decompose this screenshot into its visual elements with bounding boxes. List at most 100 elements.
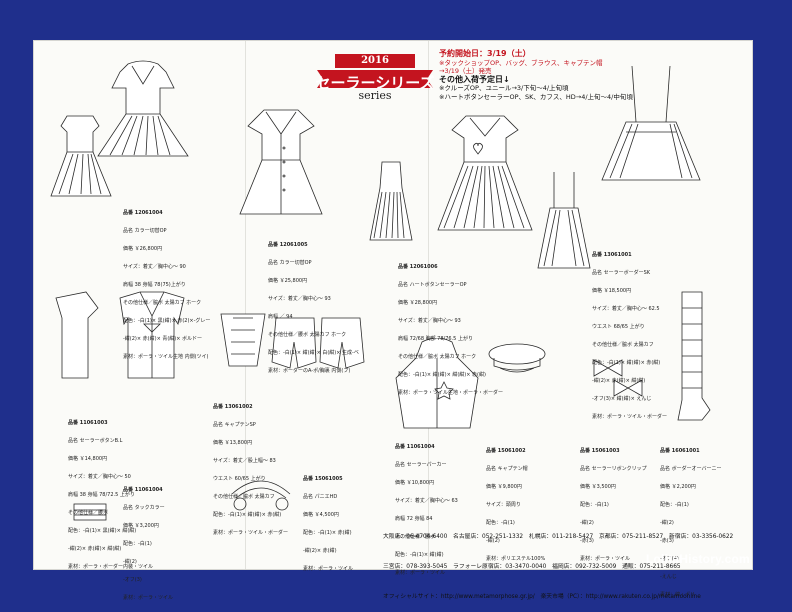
product-spec-card: 品番 11061003 品名 セーラーボタンB.L 価格 ￥14,800円 サイ… <box>68 408 153 576</box>
product-spec-card: 品番 15061003 品名 セーラーリボンクリップ 価格 ￥3,500円 配色… <box>580 436 647 568</box>
sailor-onepiece-drawing <box>226 104 336 224</box>
fold-line <box>245 41 246 569</box>
product-code: 品番 12061004 <box>123 210 163 216</box>
product-spec-line: サイズ：着丈／胸中心～ 62.5 <box>592 306 660 312</box>
product-price: 価格 ￥9,800円 <box>486 484 522 490</box>
product-spec-line: 配色：-白(1) <box>486 520 515 526</box>
product-spec-line: -オフ(3)× 紺(紺)× えんじ <box>592 396 652 402</box>
product-name: 品名 セーラーボタンB.L <box>68 438 123 444</box>
product-price: 価格 ￥14,800円 <box>68 456 108 462</box>
product-name: 品名 キャプテンSP <box>213 422 256 428</box>
product-name: 品名 ハートボタンセーラーOP <box>398 282 467 288</box>
product-spec-line: 配色：-白(1)× 紺(紺)× 白(紺)× 生成-ベ <box>268 350 359 356</box>
series-year: 2016 <box>361 55 389 66</box>
store-phone-line: 三宮店：078-393-5045 ラフォーレ原宿店：03-3470-0040 福… <box>383 564 681 570</box>
product-code: 品番 11061004 <box>395 444 435 450</box>
product-price: 価格 ￥3,200円 <box>123 523 159 529</box>
product-spec-line: ウエスト 68/65 上がり <box>592 324 645 330</box>
product-name: 品名 カラー切替OP <box>268 260 312 266</box>
product-spec-line: ウエスト 60/65 上がり <box>213 476 266 482</box>
product-spec-line: -紺(2)× 赤(紺)× 青(紺)× ボルドー <box>123 336 203 342</box>
product-spec-line: 肩幅 ／ 94 <box>268 314 293 320</box>
product-spec-line: 配色：-白(1)× 紺(紺)× 赤(紺) <box>213 512 282 518</box>
product-spec-line: 素材：ポーラ・ツイル生地・ポーラ・ボーダー <box>398 390 504 396</box>
product-spec-line: 素材：ポーラ・ツイル生地 内側(ツイ) <box>123 354 209 360</box>
product-spec-line: -紺(2) <box>580 520 594 526</box>
product-spec-line: -紺(2) <box>660 520 674 526</box>
official-site-line: オフィシャルサイト：http://www.metamorphose.gr.jp/… <box>383 594 701 600</box>
product-spec-line: -オフ(4) <box>660 556 679 562</box>
product-spec-line: -オフ(3) <box>123 577 142 583</box>
product-spec-line: 配色：-白(1)× 黒(紺)× 赤(2)×-グレー <box>123 318 211 324</box>
product-price: 価格 ￥2,200円 <box>660 484 696 490</box>
dress-back-drawing <box>45 112 115 202</box>
product-spec-line: 素材：ポーラ・ツイル <box>303 566 354 572</box>
product-spec-line: その他仕様／脇ボ 太陽カフ <box>592 342 654 348</box>
product-code: 品番 16061001 <box>660 448 700 454</box>
skirt-drawing <box>534 168 594 278</box>
product-spec-line: 素材：ポーラ・ツイル <box>580 556 631 562</box>
product-spec-card: 品番 13061002 品名 キャプテンSP 価格 ￥13,800円 サイズ：着… <box>213 392 288 542</box>
store-phone-line: 大阪店：06-4704-6400 名古屋店：052-251-1332 札幌店：0… <box>383 534 734 540</box>
pannier-hd-drawing <box>226 464 296 524</box>
announce-line: →3/19（土）発売 <box>439 67 492 75</box>
announce-line: その他入荷予定日↓ <box>439 74 510 84</box>
product-spec-line: その他仕様／脇ボ 太陽カフ ホーク <box>398 354 477 360</box>
product-code: 品番 12061006 <box>398 264 438 270</box>
product-spec-line: その他仕様／腰ボ <box>68 510 109 516</box>
product-spec-line: 素材：ボーダーのA-ポ/胸裏 内側(ブ) <box>268 368 351 374</box>
tuck-collar-drawing <box>213 306 273 386</box>
product-spec-line: 素材：ポリエステル100% <box>486 556 546 562</box>
product-spec-card: 品番 12061006 品名 ハートボタンセーラーOP 価格 ￥28,800円 … <box>398 252 503 402</box>
product-spec-line: 配色：-白(1)× 紺(紺)× 赤(紺) <box>592 360 661 366</box>
product-name: 品名 ボーダーオーバーニー <box>660 466 722 472</box>
sailor-parka-drawing <box>392 338 482 438</box>
captain-hat-drawing <box>486 340 548 376</box>
product-spec-line: その他仕様／腰ボ <box>395 534 436 540</box>
product-name: 品名 キャプテン帽 <box>486 466 528 472</box>
product-spec-card: 品番 13061001 品名 セーラーボーダーSK 価格 ￥18,500円 サイ… <box>592 240 667 426</box>
product-spec-line: サイズ：着丈／胸中心～ 50 <box>68 474 131 480</box>
product-price: 価格 ￥13,800円 <box>213 440 253 446</box>
product-price: 価格 ￥28,800円 <box>398 300 438 306</box>
series-title-banner: 2016 セーラーシリーズ series <box>313 52 437 108</box>
product-spec-line: 肩幅 38 身幅 78(75)上がり <box>123 282 186 288</box>
product-price: 価格 ￥10,800円 <box>395 480 435 486</box>
striped-dress-drawing <box>366 158 416 248</box>
product-spec-line: 素材：ポーラ・ボーダー内装・ツイル <box>68 564 154 570</box>
cuffs-drawing <box>70 500 110 526</box>
product-spec-line: その他仕様／脇ボ 太陽カフ <box>213 494 275 500</box>
product-code: 品番 13061001 <box>592 252 632 258</box>
series-subtitle: series <box>358 89 392 102</box>
product-price: 価格 ￥18,500円 <box>592 288 632 294</box>
product-spec-line: 素材：ポーラ・ツイル・ボーダー <box>213 530 289 536</box>
product-spec-card: 品番 12061005 品名 カラー切替OP 価格 ￥25,800円 サイズ：着… <box>268 230 359 380</box>
product-spec-card: 品番 11061004 品名 セーラーパーカー 価格 ￥10,800円 サイズ：… <box>395 432 458 582</box>
product-spec-line: 配色：-白(1)× 赤(紺) <box>303 530 352 536</box>
product-code: 品番 15061002 <box>486 448 526 454</box>
product-spec-line: -赤(3) <box>660 538 674 544</box>
heart-button-dress-drawing <box>430 110 540 250</box>
jumperskirt-drawing <box>596 62 706 192</box>
announce-line: ※ハートボタンセーラーOP、SK、カフス、HD→4/上旬～4/中旬頃 <box>439 92 633 101</box>
product-spec-line: 素材：ポーラ・ツイル <box>123 595 174 601</box>
product-spec-card: 品番 12061004 品名 カラー切替OP 価格 ￥26,800円 サイズ：着… <box>123 198 210 366</box>
shorts-drawing <box>268 312 368 382</box>
product-spec-line: 配色：-白(1)× 紺(紺)× 紺(紺)× 赤(紺) <box>398 372 486 378</box>
product-spec-line: 配色：-白(1) <box>580 502 609 508</box>
product-spec-line: -赤(3) <box>580 538 594 544</box>
blouse-drawing <box>48 288 188 398</box>
product-spec-line: その他仕様／腰ボ 太陽カフ ホーク <box>268 332 347 338</box>
product-code: 品番 13061002 <box>213 404 253 410</box>
product-spec-line: 肩幅 72 身幅 84 <box>395 516 433 522</box>
product-spec-line: -紺(2)× 赤(紺)× 紺(紺) <box>592 378 646 384</box>
overknee-socks-drawing <box>672 288 712 428</box>
series-title: セーラーシリーズ <box>315 74 435 92</box>
product-code: 品番 15061003 <box>580 448 620 454</box>
product-price: 価格 ￥3,500円 <box>580 484 616 490</box>
product-spec-line: サイズ：頭周り <box>486 502 521 508</box>
product-spec-card: 品番 15061002 品名 キャプテン帽 価格 ￥9,800円 サイズ：頭周り… <box>486 436 545 568</box>
product-spec-line: -紺(2)× 赤(紺) <box>303 548 337 554</box>
product-spec-line: 配色：-白(1) <box>123 541 152 547</box>
fold-line <box>428 41 429 569</box>
